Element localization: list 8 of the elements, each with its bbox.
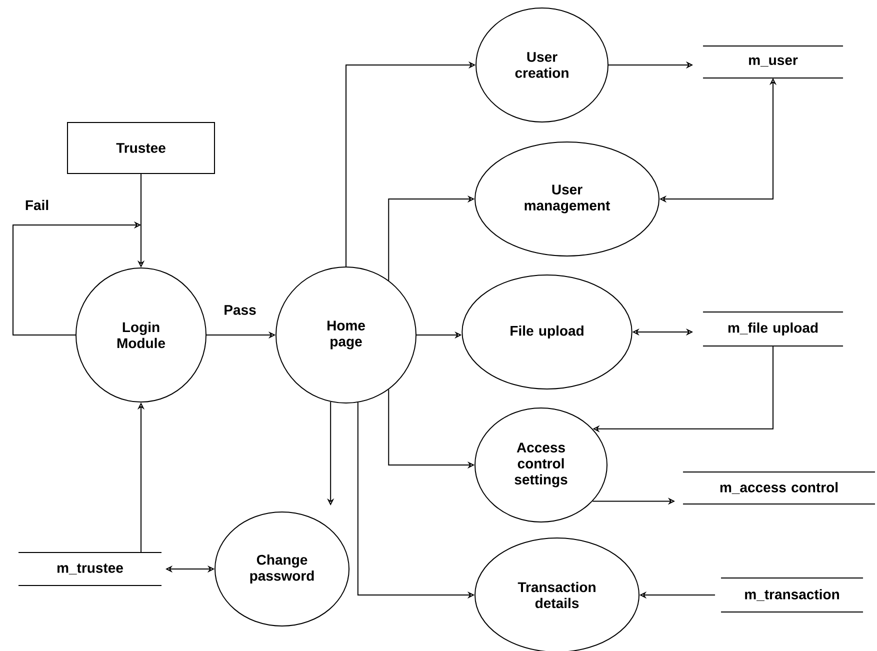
data-store: m_transaction bbox=[720, 578, 864, 612]
data-store: m_access control bbox=[682, 472, 876, 504]
edge-label: Pass bbox=[222, 304, 258, 316]
edge-label: Fail bbox=[24, 198, 50, 212]
data-store: m_user bbox=[702, 46, 844, 78]
data-store: m_trustee bbox=[18, 552, 162, 586]
data-store: m_file upload bbox=[702, 312, 844, 346]
entity-box: Trustee bbox=[67, 122, 215, 174]
